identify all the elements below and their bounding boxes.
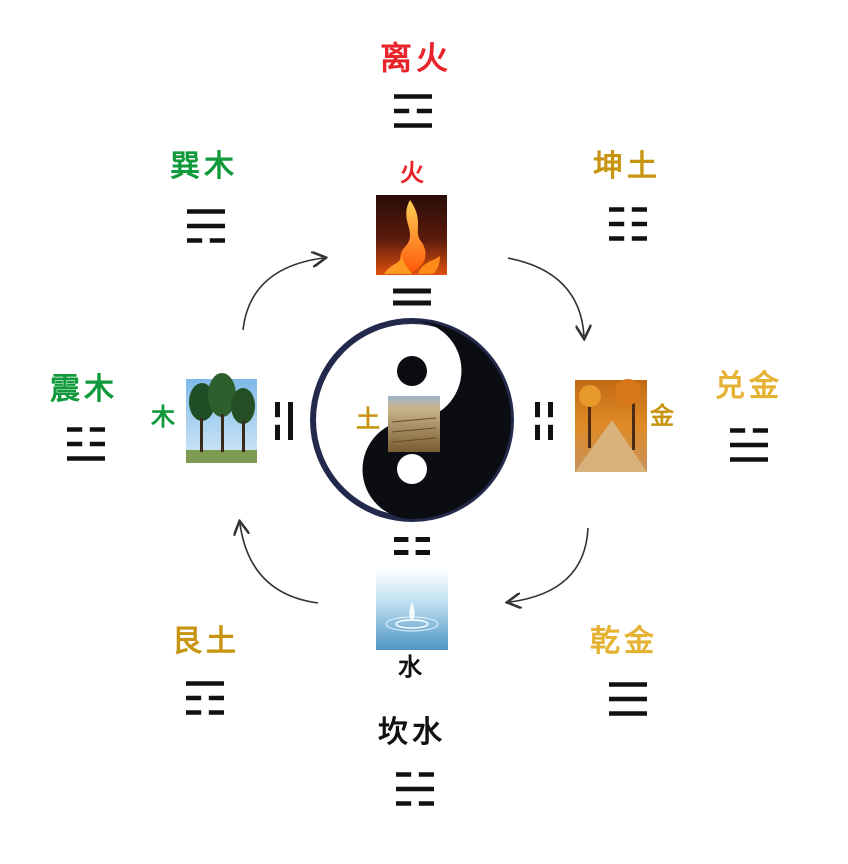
trigram-layer bbox=[67, 94, 768, 806]
arrow-wood-to-fire bbox=[242, 258, 323, 331]
trigram-qian-symbol bbox=[609, 682, 647, 716]
element-metal-label: 金 bbox=[650, 401, 674, 430]
trigram-kun-symbol bbox=[609, 207, 647, 241]
label-li: 离火 bbox=[380, 39, 453, 77]
label-dui: 兑金 bbox=[715, 369, 783, 404]
cycle-arrows bbox=[240, 258, 588, 603]
element-fire-label: 火 bbox=[400, 158, 424, 187]
element-earth-label: 土 bbox=[356, 404, 380, 433]
trigram-dui-symbol bbox=[730, 428, 768, 462]
trees-photo bbox=[186, 373, 257, 463]
field-photo bbox=[388, 396, 440, 452]
arrow-fire-to-metal bbox=[507, 257, 584, 336]
water-photo bbox=[376, 568, 448, 650]
trigram-xun-symbol bbox=[187, 209, 225, 243]
label-kun: 坤土 bbox=[593, 149, 661, 184]
trigram-zhen-symbol bbox=[67, 427, 105, 461]
element-water-label: 水 bbox=[398, 652, 422, 681]
label-qian: 乾金 bbox=[590, 624, 658, 659]
arrow-metal-to-water bbox=[510, 527, 589, 602]
inner-mark-right bbox=[535, 402, 553, 440]
trigram-gen-symbol bbox=[186, 681, 224, 715]
label-kan: 坎水 bbox=[378, 715, 446, 750]
label-zhen: 震木 bbox=[50, 372, 118, 407]
fire-photo bbox=[376, 195, 447, 275]
inner-mark-left bbox=[275, 402, 293, 440]
trigram-li-symbol bbox=[394, 94, 432, 128]
trigram-kan-symbol bbox=[396, 772, 434, 806]
label-gen: 艮土 bbox=[172, 624, 240, 659]
arrow-water-to-wood bbox=[240, 524, 319, 604]
label-xun: 巽木 bbox=[170, 149, 238, 184]
inner-mark-bottom bbox=[394, 537, 430, 555]
element-wood-label: 木 bbox=[151, 402, 175, 431]
inner-mark-top bbox=[393, 288, 431, 306]
autumn-photo bbox=[575, 379, 647, 472]
